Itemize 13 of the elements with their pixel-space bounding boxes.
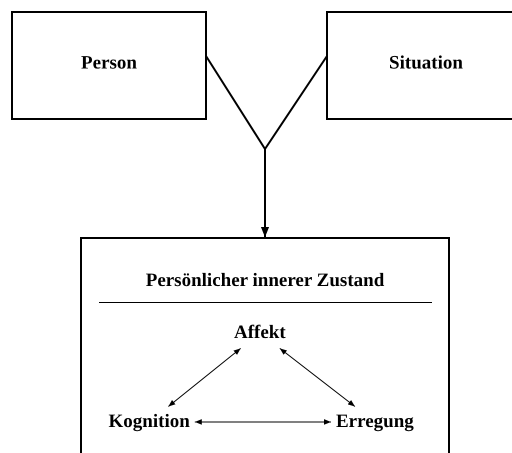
node-label: Kognition xyxy=(108,412,190,432)
box-heading: Persönlicher innerer Zustand xyxy=(146,271,384,292)
process-box xyxy=(80,237,450,453)
box-label: Situation xyxy=(389,52,463,74)
process-box xyxy=(326,11,512,120)
arrow xyxy=(261,55,328,237)
double-arrow xyxy=(168,348,242,407)
process-box xyxy=(11,11,207,120)
double-arrow xyxy=(279,348,356,407)
node-label: Erregung xyxy=(336,412,414,432)
box-label: Person xyxy=(81,52,137,74)
node-label: Affekt xyxy=(234,322,286,344)
double-arrow xyxy=(194,419,332,425)
